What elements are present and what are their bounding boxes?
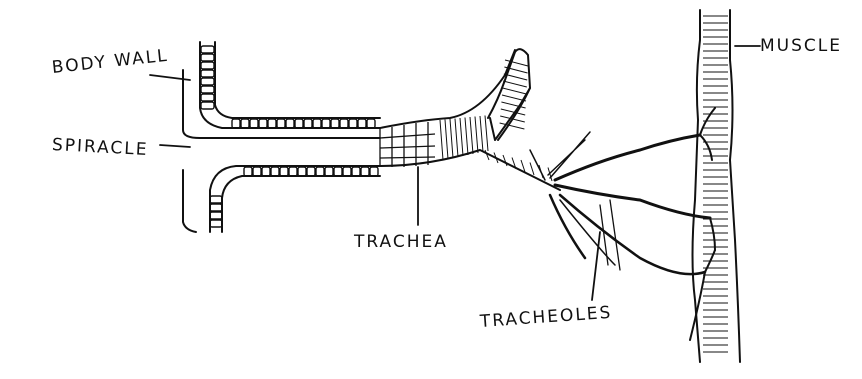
leader-lines — [150, 46, 760, 300]
tracheoles — [530, 108, 715, 340]
bead — [289, 167, 297, 176]
bead — [210, 204, 222, 211]
bead — [210, 196, 222, 203]
tracheole-ring — [530, 163, 534, 176]
bead — [331, 119, 339, 128]
label-muscle: MUSCLE — [760, 36, 842, 56]
bead — [322, 119, 330, 128]
bead — [250, 119, 258, 128]
trachea-ring — [450, 119, 453, 158]
muscle — [693, 10, 741, 362]
trachea-tube — [380, 49, 560, 190]
bead — [370, 167, 378, 176]
trachea-ring — [470, 117, 473, 154]
bead — [201, 54, 214, 61]
bead — [277, 119, 285, 128]
bead — [280, 167, 288, 176]
trachea-ring — [502, 95, 526, 101]
trachea-ring — [445, 120, 448, 160]
bead — [325, 167, 333, 176]
trachea-ring — [465, 118, 468, 156]
bead — [210, 212, 222, 219]
trachea-ring — [485, 116, 488, 152]
trachea-ring — [480, 116, 483, 152]
bead — [313, 119, 321, 128]
trachea-ring — [460, 118, 463, 156]
bead — [232, 119, 240, 128]
bead — [286, 119, 294, 128]
trachea-ring — [503, 81, 527, 87]
bead — [352, 167, 360, 176]
bead — [349, 119, 357, 128]
bead — [334, 167, 342, 176]
bead — [244, 167, 252, 176]
bead — [268, 119, 276, 128]
bead — [295, 119, 303, 128]
trachea-ring — [440, 120, 443, 160]
trachea-ring — [475, 117, 478, 154]
bead — [201, 62, 214, 69]
bead — [361, 167, 369, 176]
bead — [253, 167, 261, 176]
bead — [367, 119, 375, 128]
bead — [201, 94, 214, 101]
bead — [262, 167, 270, 176]
bead — [307, 167, 315, 176]
bead — [241, 119, 249, 128]
bead — [201, 78, 214, 85]
bead — [201, 86, 214, 93]
tracheole-ring — [503, 155, 507, 166]
bead — [201, 70, 214, 77]
trachea-ring — [455, 119, 458, 158]
spiracle-tube-lower — [210, 166, 380, 232]
bead — [210, 220, 222, 227]
bead — [298, 167, 306, 176]
bead — [340, 119, 348, 128]
bead — [259, 119, 267, 128]
trachea-ring — [503, 88, 527, 94]
spiracle-tube-upper — [200, 42, 380, 128]
bead — [343, 167, 351, 176]
bead — [271, 167, 279, 176]
bead — [358, 119, 366, 128]
bead — [304, 119, 312, 128]
label-trachea: TRACHEA — [354, 232, 448, 252]
bead — [201, 102, 214, 109]
bead — [201, 46, 214, 53]
bead — [316, 167, 324, 176]
